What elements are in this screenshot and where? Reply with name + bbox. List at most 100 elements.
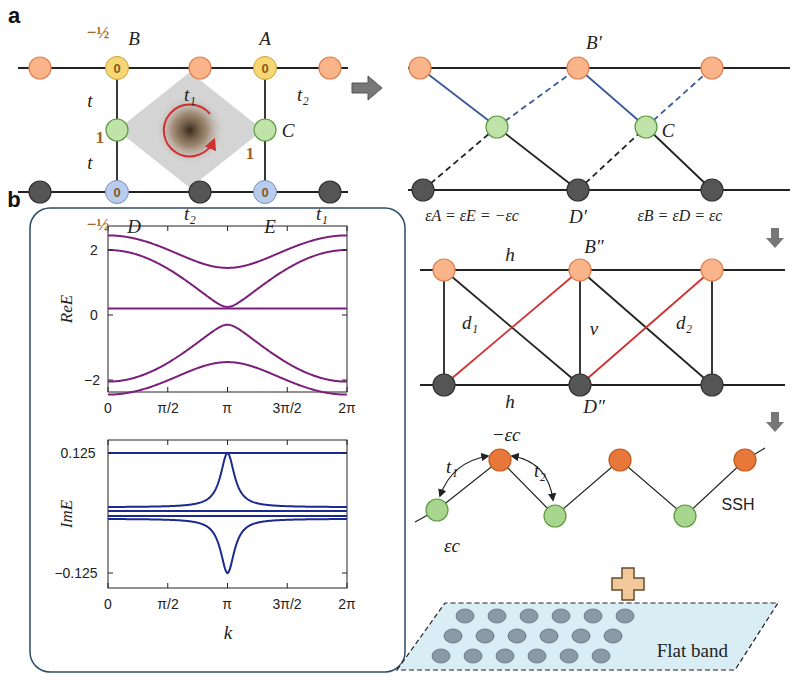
band-curve [342, 250, 347, 251]
tick-label: 0 [104, 597, 112, 611]
band-curve [108, 315, 113, 316]
band-curve [287, 387, 288, 392]
tick-label: 2π [338, 401, 355, 415]
amplitude-label: 1 [246, 145, 255, 162]
symbol-label: t [87, 153, 92, 172]
lattice-site [29, 181, 51, 203]
symbol-label: B″ [584, 237, 604, 256]
bond-line [420, 68, 497, 127]
symbol-label: B [128, 29, 140, 48]
lattice-site [701, 179, 723, 201]
bond-line [646, 127, 712, 190]
amplitude-label: 1 [96, 129, 105, 146]
bond-line [646, 68, 712, 127]
tick-label: 3π/2 [272, 597, 301, 611]
tick-label: 0 [104, 401, 112, 415]
band-curve [167, 387, 168, 392]
lattice-site [189, 57, 211, 79]
localized-state [476, 629, 494, 643]
symbol-label: t₂ [534, 461, 546, 480]
band-curve [108, 250, 113, 251]
lattice-site [701, 57, 723, 79]
tick-label: π/2 [157, 401, 178, 415]
site-circle: 0 [105, 56, 129, 80]
axis-title: ReE [58, 295, 75, 323]
band-curve [108, 510, 347, 512]
band-curve [227, 387, 228, 392]
lattice-site [189, 181, 211, 203]
band-curve [108, 519, 347, 573]
panel-letter: b [7, 189, 20, 211]
band-curve [347, 440, 348, 445]
axis-title: ImE [58, 500, 75, 528]
lattice-site [734, 449, 756, 471]
band-curve [342, 380, 347, 381]
band-curve [108, 250, 347, 307]
band-curve [108, 325, 347, 382]
symbol-label: D″ [583, 397, 605, 416]
bond-line [397, 603, 778, 670]
bond-line [444, 270, 580, 385]
bond-line [512, 456, 553, 500]
amplitude-value: 0 [113, 61, 120, 76]
tick-label: 3π/2 [272, 401, 301, 415]
band-curve [167, 226, 168, 231]
tick-label: π [222, 597, 232, 611]
flat-band-panel: Flat band [395, 600, 780, 672]
symbol-label: d₂ [676, 313, 692, 332]
bond-line [423, 127, 497, 190]
band-curve [108, 387, 109, 392]
localized-state [592, 649, 610, 663]
localized-state [508, 629, 526, 643]
symbol-label: D [127, 217, 141, 236]
lattice-site [254, 119, 276, 141]
panel-title: Flat band [657, 640, 728, 662]
bond-line [408, 189, 790, 191]
symbol-label: v [590, 319, 598, 338]
bond-line [766, 228, 784, 248]
symbol-label: d₁ [462, 313, 478, 332]
localized-state [584, 609, 602, 623]
bond-line [444, 270, 580, 385]
band-curve [108, 515, 347, 517]
band-curve [108, 440, 109, 445]
plot-frame [108, 440, 347, 588]
band-curve [342, 315, 347, 316]
band-curve [108, 380, 113, 381]
tick-label: 2 [90, 243, 98, 257]
lattice-site [569, 259, 591, 281]
onsite-energy-label: εA = εE = −εc [425, 208, 519, 224]
band-curve [108, 583, 109, 588]
band-curve [108, 453, 347, 507]
symbol-label: h [505, 392, 515, 411]
bond-line [415, 448, 765, 522]
bond-line [440, 456, 488, 496]
tick-label: 0.125 [60, 446, 95, 460]
band-curve [108, 308, 347, 310]
symbol-label: A [259, 29, 271, 48]
onsite-energy-label: εB = εD = εc [638, 208, 723, 224]
tick-label: 2π [338, 597, 355, 611]
localized-state [540, 629, 558, 643]
symbol-label: C [662, 121, 675, 140]
plot-frame [30, 208, 405, 672]
bond-line [443, 270, 445, 385]
lattice-site [609, 449, 631, 471]
lattice-site [569, 374, 591, 396]
bond-line [420, 384, 785, 386]
plot-frame [108, 226, 347, 392]
panel-letter: a [8, 5, 20, 27]
band-curve [227, 583, 228, 588]
lattice-site [489, 449, 511, 471]
amplitude-label: −½ [87, 24, 109, 41]
localized-state [520, 609, 538, 623]
symbol-label: t₂ [184, 204, 196, 223]
lattice-site [426, 499, 448, 521]
bond-line [578, 68, 646, 127]
site-circle: 0 [253, 56, 277, 80]
symbol-label: t₁ [446, 457, 458, 476]
band-curve [227, 226, 228, 231]
localized-state [432, 649, 450, 663]
bond-line [420, 269, 785, 271]
